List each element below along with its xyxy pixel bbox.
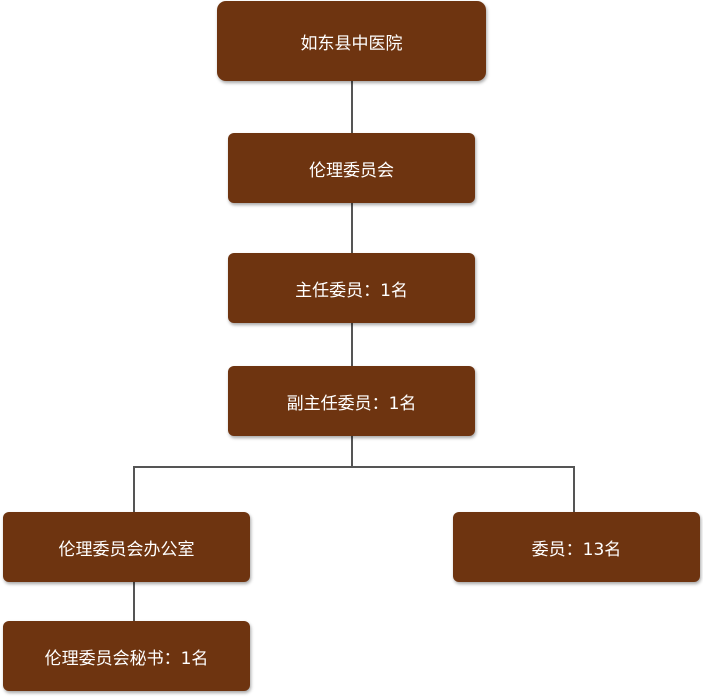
connector-branch-members bbox=[573, 466, 575, 512]
node-members: 委员：13名 bbox=[453, 512, 700, 582]
connector-committee-chairman bbox=[351, 203, 353, 253]
connector-vice-branch bbox=[351, 436, 353, 467]
node-secretary: 伦理委员会秘书：1名 bbox=[3, 621, 250, 691]
connector-chairman-vice bbox=[351, 322, 353, 366]
connector-office-secretary bbox=[133, 582, 135, 621]
connector-branch-horizontal bbox=[133, 466, 575, 468]
node-ethics-committee: 伦理委员会 bbox=[228, 133, 475, 203]
node-office: 伦理委员会办公室 bbox=[3, 512, 250, 582]
connector-hospital-committee bbox=[351, 80, 353, 133]
node-vice-chairman: 副主任委员：1名 bbox=[228, 366, 475, 436]
node-chairman: 主任委员：1名 bbox=[228, 253, 475, 323]
connector-branch-office bbox=[133, 466, 135, 512]
node-hospital: 如东县中医院 bbox=[217, 1, 486, 81]
